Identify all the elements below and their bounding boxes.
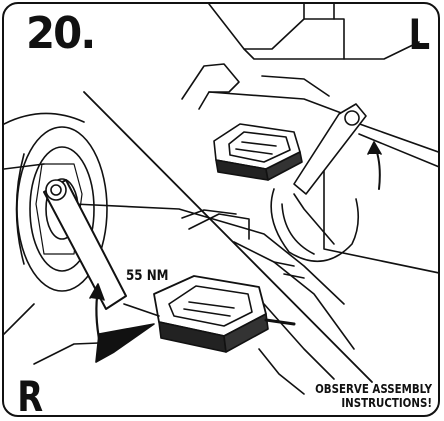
assembly-note-line2: INSTRUCTIONS!	[341, 395, 432, 411]
torque-label: 55 NM	[126, 268, 169, 284]
frame-left-view	[181, 4, 438, 274]
flywheel-left	[270, 188, 360, 263]
crank-arm-left	[293, 103, 382, 195]
pedal-left	[213, 123, 303, 181]
side-label-left: L	[408, 10, 431, 59]
leader-line	[83, 91, 373, 383]
instruction-panel: 20. L R 55 NM OBSERVE ASSEMBLY INSTRUCTI…	[2, 2, 440, 417]
pedal-right	[95, 275, 296, 363]
assembly-note: OBSERVE ASSEMBLY INSTRUCTIONS!	[302, 381, 432, 411]
frame-right-view	[4, 112, 355, 395]
assembly-note-line1: OBSERVE ASSEMBLY	[315, 381, 432, 396]
assembly-illustration	[4, 4, 438, 395]
side-label-right: R	[17, 372, 44, 417]
step-number: 20.	[26, 8, 96, 59]
